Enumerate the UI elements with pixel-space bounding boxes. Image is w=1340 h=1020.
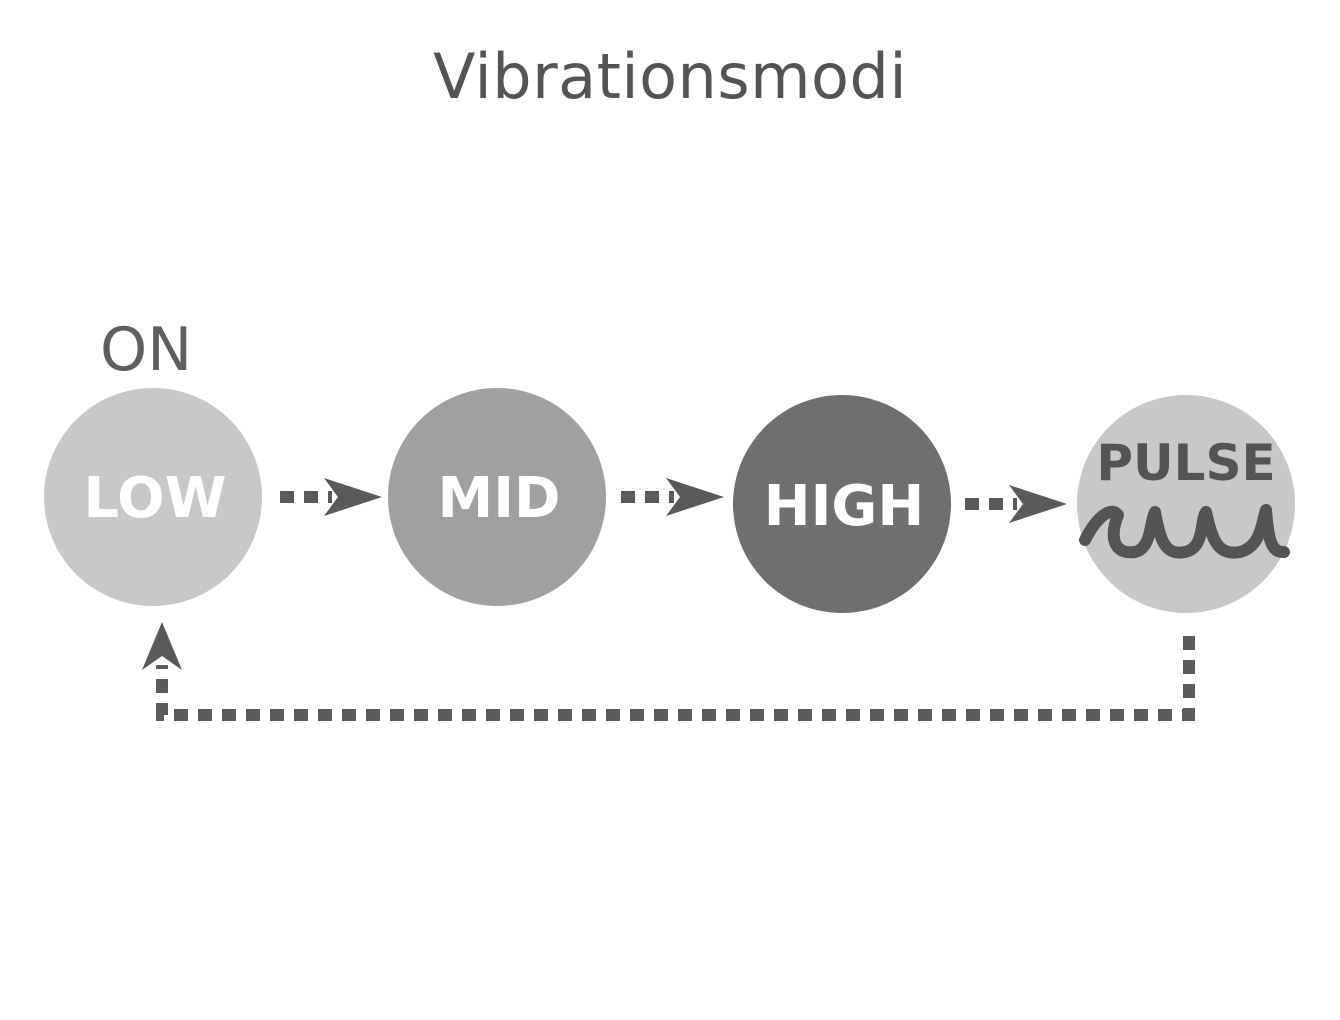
- mode-node-low: LOW: [44, 388, 262, 606]
- arrow-high-to-pulse: [965, 485, 1067, 523]
- arrow-low-to-mid: [280, 478, 382, 516]
- mode-circle-low: [44, 388, 262, 606]
- mode-label-pulse: PULSE: [1096, 434, 1275, 492]
- diagram-title: Vibrationsmodi: [432, 40, 908, 113]
- arrow-pulse-to-low: [142, 622, 1195, 721]
- mode-label-low: LOW: [83, 466, 226, 531]
- on-label: ON: [100, 315, 193, 385]
- mode-circle-mid: [388, 388, 606, 606]
- mode-label-mid: MID: [437, 466, 560, 531]
- mode-circle-pulse: [1077, 395, 1295, 613]
- arrow-mid-to-high: [621, 478, 724, 516]
- mode-circle-high: [733, 395, 951, 613]
- wave-icon: [1079, 504, 1290, 559]
- mode-node-high: HIGH: [733, 395, 951, 613]
- mode-node-pulse: PULSE: [1077, 395, 1295, 613]
- mode-node-mid: MID: [388, 388, 606, 606]
- mode-label-high: HIGH: [764, 474, 925, 539]
